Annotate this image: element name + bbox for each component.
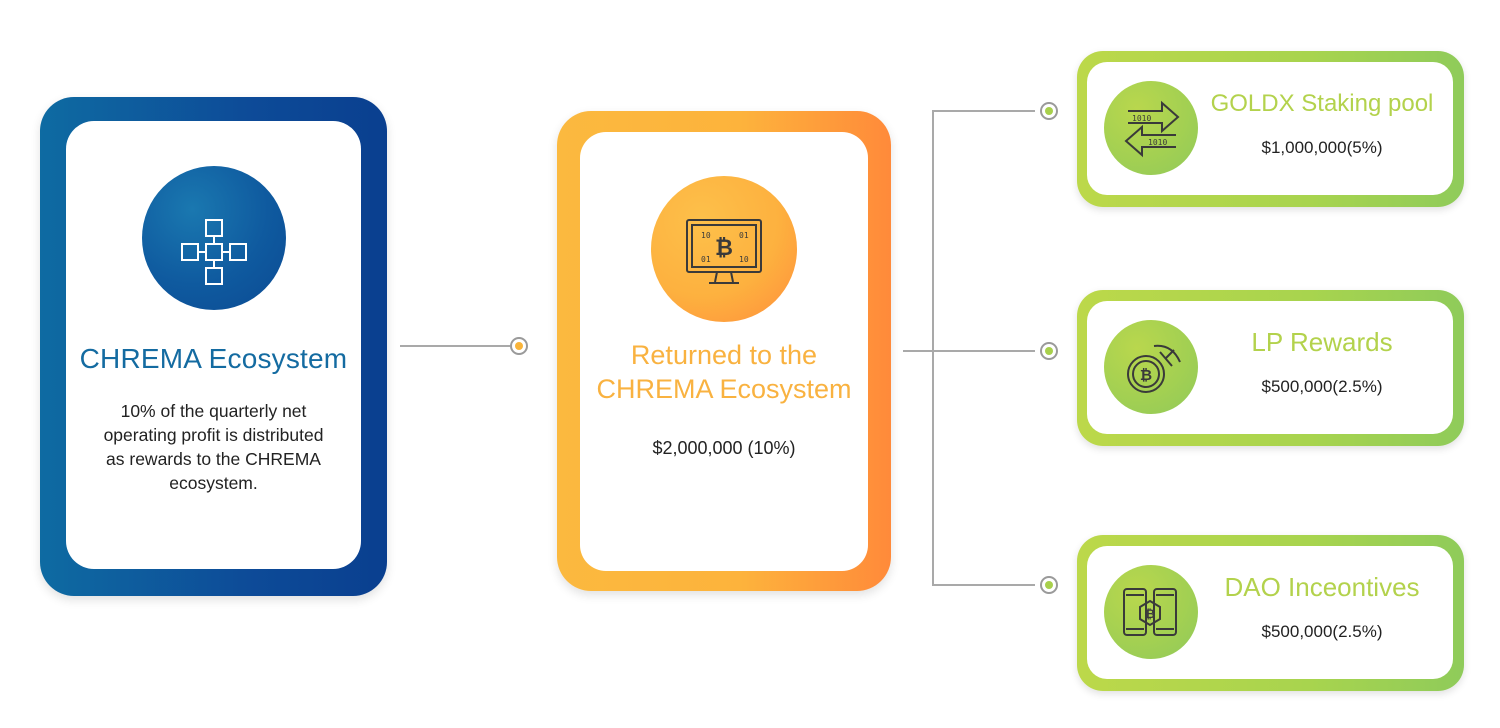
svg-text:₿: ₿ bbox=[1140, 366, 1152, 384]
target-card-1-body: 1010 1010 GOLDX Staking pool $1,000,000(… bbox=[1087, 62, 1453, 195]
svg-text:1010: 1010 bbox=[1132, 114, 1151, 123]
middle-value: $2,000,000 (10%) bbox=[652, 438, 796, 458]
source-description: 10% of the quarterly net operating profi… bbox=[103, 401, 324, 493]
connector-dot-middle bbox=[510, 337, 528, 355]
middle-card-body: ₿ 10 01 01 10 Returned to the CHREMA Eco… bbox=[580, 132, 868, 571]
connector-vertical bbox=[932, 110, 934, 586]
connector-source-to-middle bbox=[400, 345, 510, 347]
bitcoin-mining-icon: ₿ bbox=[1104, 320, 1198, 414]
connector-dot-target-3 bbox=[1040, 576, 1058, 594]
bitcoin-monitor-icon: ₿ 10 01 01 10 bbox=[651, 176, 797, 322]
target-3-title: DAO Inceontives bbox=[1224, 572, 1420, 602]
target-2-title: LP Rewards bbox=[1251, 327, 1393, 357]
target-1-value: $1,000,000(5%) bbox=[1261, 138, 1383, 157]
blockchain-network-icon bbox=[142, 166, 286, 310]
target-card-3: ₿ DAO Inceontives $500,000(2.5%) bbox=[1077, 535, 1464, 691]
svg-text:₿: ₿ bbox=[715, 236, 733, 261]
connector-branch-3 bbox=[932, 584, 1035, 586]
svg-text:01: 01 bbox=[701, 255, 711, 264]
target-card-2: ₿ LP Rewards $500,000(2.5%) bbox=[1077, 290, 1464, 446]
middle-card: ₿ 10 01 01 10 Returned to the CHREMA Eco… bbox=[557, 111, 891, 591]
target-card-3-body: ₿ DAO Inceontives $500,000(2.5%) bbox=[1087, 546, 1453, 679]
target-3-value: $500,000(2.5%) bbox=[1261, 622, 1383, 641]
middle-title-line-2: CHREMA Ecosystem bbox=[596, 374, 852, 404]
target-card-2-body: ₿ LP Rewards $500,000(2.5%) bbox=[1087, 301, 1453, 434]
source-card-body: CHREMA Ecosystem 10% of the quarterly ne… bbox=[66, 121, 361, 569]
connector-branch-1 bbox=[932, 110, 1035, 112]
connector-dot-target-1 bbox=[1040, 102, 1058, 120]
svg-text:₿: ₿ bbox=[1145, 607, 1155, 621]
svg-text:10: 10 bbox=[739, 255, 749, 264]
phone-bitcoin-transfer-icon: ₿ bbox=[1104, 565, 1198, 659]
target-2-value: $500,000(2.5%) bbox=[1261, 377, 1383, 396]
connector-middle-out bbox=[903, 350, 1035, 352]
svg-text:1010: 1010 bbox=[1148, 138, 1167, 147]
target-1-title: GOLDX Staking pool bbox=[1210, 90, 1434, 117]
svg-text:10: 10 bbox=[701, 231, 711, 240]
source-title: CHREMA Ecosystem bbox=[79, 343, 348, 374]
connector-dot-target-2 bbox=[1040, 342, 1058, 360]
middle-title-line-1: Returned to the bbox=[630, 340, 818, 370]
svg-text:01: 01 bbox=[739, 231, 749, 240]
exchange-arrows-icon: 1010 1010 bbox=[1104, 81, 1198, 175]
target-card-1: 1010 1010 GOLDX Staking pool $1,000,000(… bbox=[1077, 51, 1464, 207]
source-card: CHREMA Ecosystem 10% of the quarterly ne… bbox=[40, 97, 387, 596]
middle-title: Returned to the CHREMA Ecosystem bbox=[580, 338, 868, 406]
